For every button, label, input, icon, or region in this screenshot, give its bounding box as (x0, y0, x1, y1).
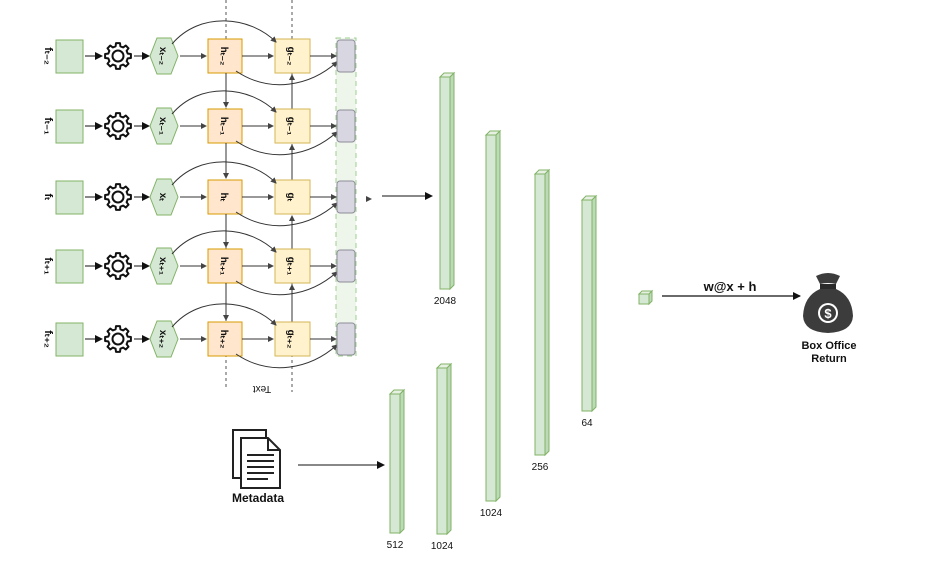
feature-to-backward-curve (171, 20, 277, 45)
concat-cell (336, 322, 356, 356)
frame-label: fₜ₋₂ (42, 47, 54, 65)
metadata-dense-layer: 512 (387, 388, 406, 551)
text-dense-layer: 256 (532, 168, 551, 473)
concat-cell (336, 39, 356, 73)
text-dense-layer: 2048 (434, 71, 457, 307)
concat-cell (336, 109, 356, 143)
forward-hidden-box (207, 321, 243, 357)
backward-hidden-label: gₜ₊₁ (285, 257, 296, 275)
frame-box (55, 322, 84, 357)
output-label-line1: Box Office (801, 340, 856, 352)
output-label-line2: Return (811, 353, 847, 365)
hidden-to-concat-curve (235, 344, 338, 369)
hidden-to-concat-curve (235, 131, 338, 156)
backward-hidden-label: gₜ₊₂ (285, 330, 296, 349)
hidden-to-concat-curve (235, 202, 338, 227)
gear-hub (111, 190, 125, 204)
frame-label: fₜ₊₂ (42, 330, 54, 348)
document-icon (232, 429, 281, 489)
forward-hidden-box (207, 179, 243, 215)
feature-label: xₜ (157, 193, 168, 202)
backward-hidden-label: gₜ (285, 192, 296, 201)
frame-label: fₜ₊₁ (42, 257, 54, 275)
feature-hexagon (149, 107, 179, 145)
layer-size-label: 256 (532, 462, 549, 473)
text-dense-layer: 64 (580, 194, 598, 429)
feature-label: xₜ₊₁ (157, 257, 168, 275)
feature-to-backward-curve (171, 90, 277, 115)
text-dense-layer: 1024 (480, 129, 503, 519)
backward-hidden-box (274, 321, 311, 357)
forward-hidden-label: hₜ₊₂ (218, 330, 229, 349)
layer-size-label: 1024 (480, 508, 503, 519)
feature-hexagon (149, 37, 179, 75)
feature-label: xₜ₋₂ (157, 47, 168, 65)
forward-hidden-label: hₜ₋₁ (218, 117, 229, 135)
backward-hidden-box (274, 248, 311, 284)
frame-box (55, 180, 84, 215)
layer-size-label: 1024 (431, 541, 454, 552)
gear-hub (111, 119, 125, 133)
hidden-to-concat-curve (235, 61, 338, 86)
feature-to-backward-curve (171, 161, 277, 186)
backward-hidden-box (274, 108, 311, 144)
forward-hidden-box (207, 38, 243, 74)
gear-hub (111, 332, 125, 346)
feature-hexagon (149, 247, 179, 285)
gear-hub (111, 49, 125, 63)
forward-hidden-box (207, 248, 243, 284)
frame-box (55, 249, 84, 284)
text-label: Text (253, 383, 272, 394)
feature-label: xₜ₋₁ (157, 117, 168, 135)
layer-size-label: 512 (387, 540, 404, 551)
rnn-row: fₜ₊₁ xₜ₊₁ hₜ₊₁ gₜ₊₁ (42, 230, 356, 322)
rnn-row: fₜ xₜ hₜ gₜ (42, 161, 356, 249)
backward-hidden-label: gₜ₋₁ (285, 117, 296, 135)
rnn-row: fₜ₋₂ xₜ₋₂ hₜ₋₂ gₜ₋₂ (42, 20, 356, 109)
rnn-row: fₜ₊₂ xₜ₊₂ hₜ₊₂ gₜ₊₂ (42, 303, 356, 369)
output-cube (637, 289, 654, 306)
rnn-row: fₜ₋₁ xₜ₋₁ hₜ₋₁ gₜ₋₁ (42, 90, 356, 180)
frame-box (55, 39, 84, 74)
backward-hidden-box (274, 179, 311, 215)
formula-label: w@x + h (703, 279, 757, 294)
forward-hidden-label: hₜ₊₁ (218, 257, 229, 275)
feature-hexagon (149, 178, 179, 216)
feature-to-backward-curve (171, 230, 277, 255)
concat-cell (336, 180, 356, 214)
frame-label: fₜ₋₁ (42, 117, 54, 135)
money-bag-icon: $ (803, 273, 853, 333)
forward-hidden-label: hₜ (218, 192, 229, 201)
metadata-dense-layer: 1024 (431, 362, 454, 552)
frame-label: fₜ (42, 194, 54, 201)
frame-box (55, 109, 84, 144)
dollar-sign: $ (824, 306, 832, 321)
forward-hidden-label: hₜ₋₂ (218, 47, 229, 66)
feature-label: xₜ₊₂ (157, 330, 168, 348)
feature-hexagon (149, 320, 179, 358)
concat-cell (336, 249, 356, 283)
layer-size-label: 64 (581, 418, 593, 429)
layer-size-label: 2048 (434, 296, 457, 307)
backward-hidden-label: gₜ₋₂ (285, 47, 296, 66)
hidden-to-concat-curve (235, 271, 338, 296)
metadata-label: Metadata (232, 491, 284, 505)
feature-to-backward-curve (171, 303, 277, 328)
gear-hub (111, 259, 125, 273)
